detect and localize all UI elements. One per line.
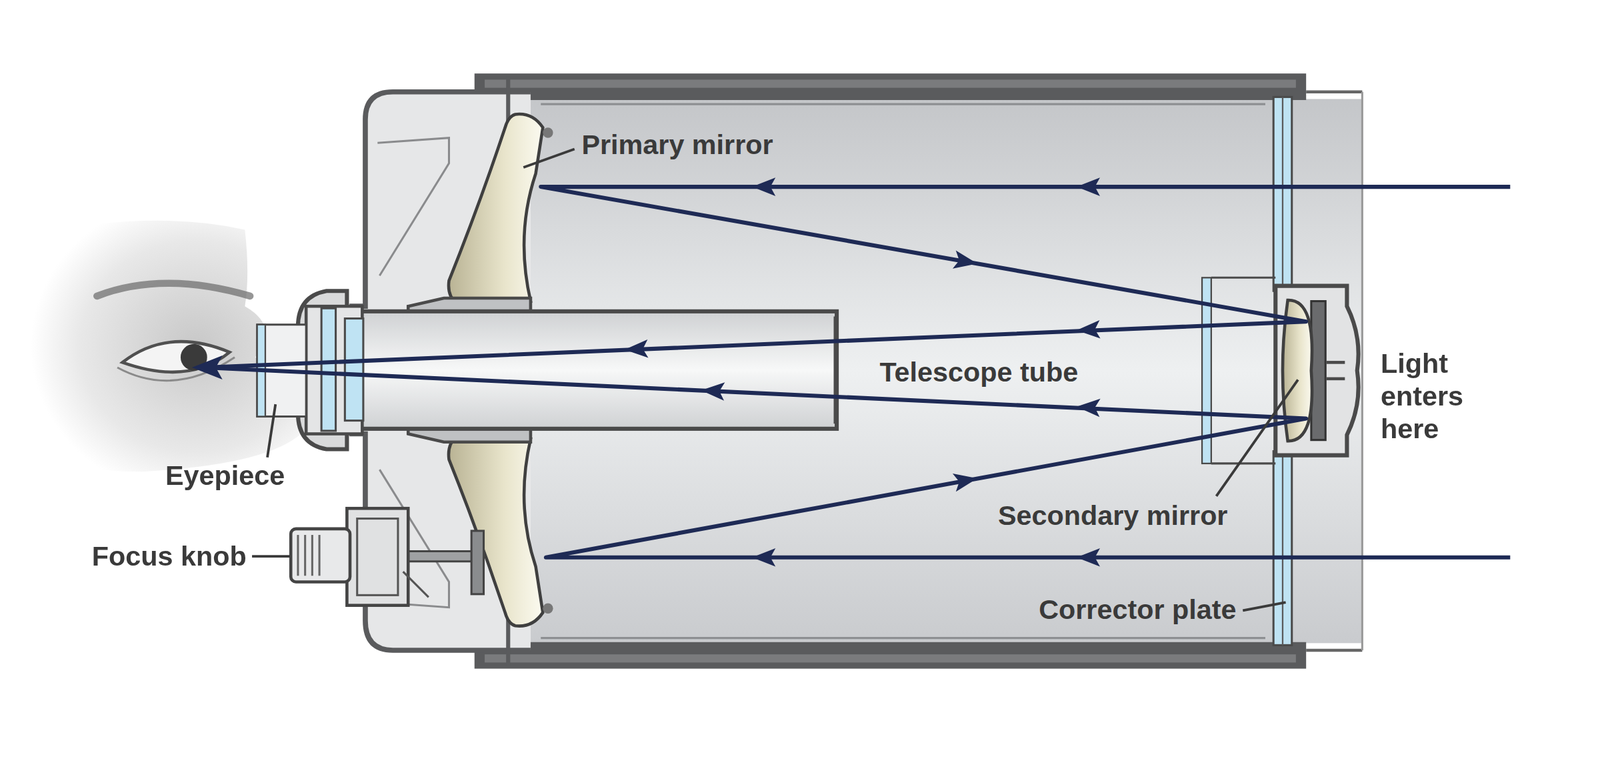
annotation-label: Light enters here [1380, 346, 1498, 445]
part-label: Telescope tube [879, 356, 1078, 389]
part-label: Eyepiece [165, 459, 285, 492]
part-label: Primary mirror [581, 128, 773, 162]
part-label: Corrector plate [1038, 592, 1236, 626]
part-label: Secondary mirror [998, 498, 1228, 532]
part-label: Focus knob [92, 540, 247, 573]
